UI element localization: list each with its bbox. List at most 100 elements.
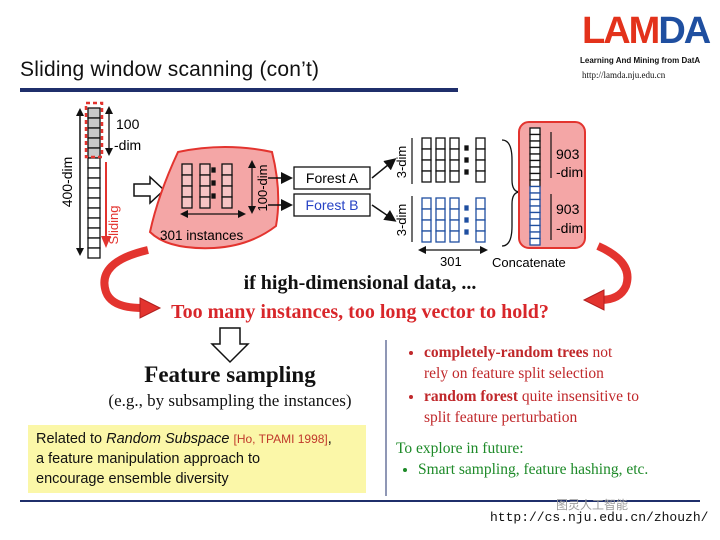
logo-letter-a: A bbox=[603, 10, 630, 52]
output-cell-a bbox=[449, 170, 460, 183]
output-cell-a bbox=[475, 148, 486, 161]
input-cell bbox=[87, 127, 101, 139]
concat-cell bbox=[529, 185, 541, 194]
d903a-2: -dim bbox=[556, 164, 583, 180]
output-cell-a bbox=[421, 137, 432, 150]
note-line2: a feature manipulation approach to bbox=[36, 451, 261, 467]
output-cell-b bbox=[435, 208, 446, 221]
future-item: Smart sampling, feature hashing, etc. bbox=[418, 459, 716, 480]
note-suffix: , bbox=[327, 431, 332, 447]
concat-cell bbox=[529, 211, 541, 220]
hollow-arrow-1 bbox=[133, 175, 166, 205]
curve-arrow-right bbox=[596, 242, 632, 304]
note-prefix: Related to bbox=[36, 431, 107, 447]
bullet-item: random forest quite insensitive tosplit … bbox=[424, 386, 712, 428]
hollow-down-arrow bbox=[210, 327, 250, 364]
problem-text: Too many instances, too long vector to h… bbox=[171, 301, 549, 323]
logo-url: http://lamda.nju.edu.cn bbox=[582, 70, 666, 80]
output-cell-b bbox=[449, 219, 460, 232]
ellipsis-dot bbox=[211, 193, 216, 199]
feature-sampling-subtitle: (e.g., by subsampling the instances) bbox=[108, 391, 352, 410]
ellipsis-dot bbox=[464, 145, 469, 151]
concatenate-label: Concatenate bbox=[492, 255, 566, 270]
ellipsis-dot bbox=[464, 229, 469, 235]
input-cell bbox=[87, 157, 101, 169]
footer-url[interactable]: http://cs.nju.edu.cn/zhouzh/ bbox=[490, 510, 709, 525]
instance-cell bbox=[181, 163, 193, 176]
feature-sampling-title: Feature sampling bbox=[144, 362, 316, 387]
instance-cell bbox=[221, 185, 233, 198]
output-cell-b bbox=[435, 197, 446, 210]
footer-rule bbox=[20, 500, 700, 502]
output-cell-b bbox=[449, 208, 460, 221]
instances-label: 301 instances bbox=[160, 228, 244, 243]
concat-cell bbox=[529, 237, 541, 246]
instance-cell bbox=[221, 196, 233, 209]
instance-cell bbox=[181, 196, 193, 209]
input-cell bbox=[87, 207, 101, 219]
ellipsis-dot bbox=[464, 205, 469, 211]
concat-cell bbox=[529, 179, 541, 188]
input-cell bbox=[87, 247, 101, 259]
logo-subtitle: Learning And Mining from DatA bbox=[580, 56, 701, 65]
ellipsis-dot bbox=[464, 169, 469, 175]
forest-b-box bbox=[293, 193, 371, 217]
slide-title: Sliding window scanning (con’t) bbox=[20, 58, 320, 81]
dim3-bottom-label: 3-dim bbox=[394, 204, 409, 237]
d903b-2: -dim bbox=[556, 220, 583, 236]
dim100-label-a: 100 bbox=[116, 116, 140, 132]
output-cell-a bbox=[449, 159, 460, 172]
instance-cell bbox=[181, 185, 193, 198]
output-cell-a bbox=[435, 148, 446, 161]
input-cell bbox=[87, 187, 101, 199]
curve-arrow-left bbox=[100, 246, 149, 312]
output-cell-b bbox=[421, 230, 432, 243]
forest-b-label: Forest B bbox=[306, 197, 359, 213]
ellipsis-dot bbox=[464, 157, 469, 163]
input-vector bbox=[87, 107, 101, 259]
instance-cell bbox=[181, 174, 193, 187]
output-cell-b bbox=[449, 197, 460, 210]
output-cell-a bbox=[435, 137, 446, 150]
output-cell-b bbox=[475, 230, 486, 243]
output-cell-a bbox=[421, 159, 432, 172]
output-cell-a bbox=[449, 148, 460, 161]
concat-cell bbox=[529, 172, 541, 181]
input-cell bbox=[87, 117, 101, 129]
d903a-1: 903 bbox=[556, 146, 580, 162]
input-cell bbox=[87, 237, 101, 249]
output-cell-b bbox=[475, 208, 486, 221]
concat-cell bbox=[529, 198, 541, 207]
output-cell-a bbox=[421, 170, 432, 183]
note-em: Random Subspace bbox=[106, 431, 230, 447]
instance-cell bbox=[199, 163, 211, 176]
input-cell bbox=[87, 167, 101, 179]
concat-cell bbox=[529, 153, 541, 162]
title-underline bbox=[20, 88, 458, 92]
concat-cell bbox=[529, 127, 541, 136]
logo-letter-m: M bbox=[628, 10, 661, 52]
note-line3: encourage ensemble diversity bbox=[36, 471, 229, 487]
concat-cell bbox=[529, 159, 541, 168]
lamda-logo: LAMDA bbox=[582, 10, 711, 53]
forest-output-grid bbox=[421, 137, 486, 243]
related-note: Related to Random Subspace [Ho, TPAMI 19… bbox=[28, 425, 366, 493]
ellipsis-dot bbox=[211, 180, 216, 186]
input-cell bbox=[87, 107, 101, 119]
concat-cell bbox=[529, 218, 541, 227]
ellipsis-dot bbox=[211, 167, 216, 173]
question-text: if high-dimensional data, ... bbox=[243, 272, 477, 294]
forest-a-box bbox=[293, 166, 371, 190]
concat-cell bbox=[529, 166, 541, 175]
output-cell-a bbox=[435, 170, 446, 183]
output-cell-b bbox=[475, 197, 486, 210]
input-cell bbox=[87, 227, 101, 239]
output-cell-b bbox=[435, 230, 446, 243]
output-cell-b bbox=[421, 208, 432, 221]
input-cell bbox=[87, 197, 101, 209]
output-cell-b bbox=[421, 197, 432, 210]
output-cell-b bbox=[449, 230, 460, 243]
